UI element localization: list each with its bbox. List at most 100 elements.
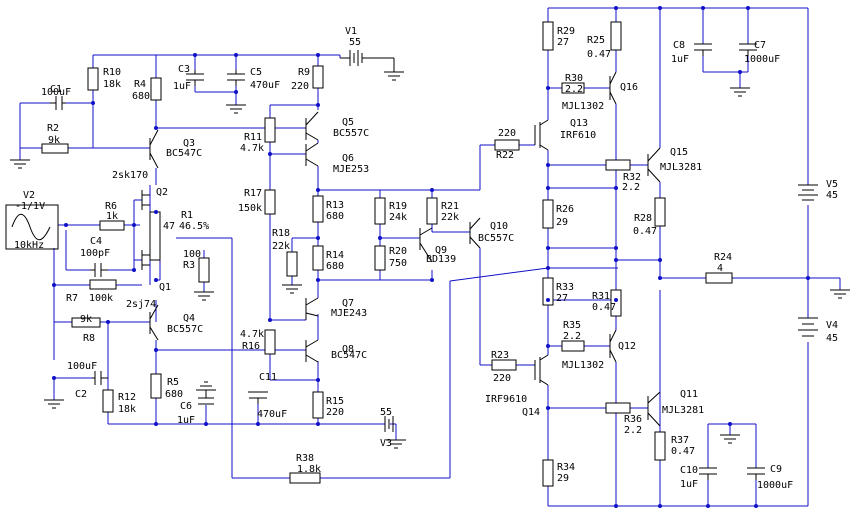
component-label: Q8 [342,344,354,355]
component-label: R20 [389,246,407,257]
component-label: 18k [103,79,121,90]
component-label: 2.2 [624,425,642,436]
component-label: Q6 [342,153,354,164]
component-label: 1uF [177,415,195,426]
component-label: 680 [132,91,150,102]
component-label: R25 [587,35,605,46]
component-label: R29 [557,26,575,37]
component-label: 29 [557,473,569,484]
component-label: 0.47 [633,226,657,237]
component-label: C9 [770,464,782,475]
component-label: R36 [624,414,642,425]
component-label: Q9 [435,245,447,256]
grounds [10,71,850,449]
component-label: 680 [165,389,183,400]
component-label: 45 [826,333,838,344]
component-label: 680 [326,261,344,272]
component-label: Q15 [670,147,688,158]
component-label: C6 [180,401,192,412]
component-label: IRF610 [560,130,596,141]
component-label: C11 [259,372,277,383]
component-label: 4.7k [240,143,264,154]
component-label: 27 [556,293,568,304]
component-label: 46.5% [179,221,209,232]
component-label: 1000uF [757,480,793,491]
component-label: C10 [680,465,698,476]
component-label: R6 [105,201,117,212]
component-label: V3 [380,438,392,449]
component-label: 100k [89,293,113,304]
component-label: 220 [498,128,516,139]
component-label: R37 [671,435,689,446]
component-label: Q4 [183,313,195,324]
component-label: Q14 [522,407,540,418]
junctions [52,6,810,508]
component-label: 55 [349,37,361,48]
component-label: 29 [556,217,568,228]
component-label: 0.47 [671,446,695,457]
component-label: 10kHz [14,240,44,251]
sources [5,50,818,432]
component-label: 470uF [250,80,280,91]
component-label: R10 [103,67,121,78]
component-label: V1 [345,26,357,37]
component-label: R12 [118,392,136,403]
component-label: C5 [250,67,262,78]
component-label: R18 [272,228,290,239]
wires [19,7,841,507]
component-label: C3 [178,64,190,75]
component-label: 470uF [257,409,287,420]
component-label: C2 [75,389,87,400]
component-label: MJE253 [333,164,369,175]
component-label: C8 [673,40,685,51]
component-label: MJL3281 [660,162,702,173]
component-label: 100uF [41,87,71,98]
component-label: 0.47 [587,49,611,60]
component-label: BC557C [478,233,514,244]
component-label: 4.7k [240,329,264,340]
component-label: 18k [118,404,136,415]
component-label: MJL3281 [662,405,704,416]
component-label: R26 [556,204,574,215]
component-label: 100 [183,249,201,260]
component-label: BC547C [166,148,202,159]
component-label: R34 [557,462,575,473]
capacitors [50,43,765,480]
component-label: R2 [47,123,59,134]
component-label: 100pF [80,248,110,259]
component-label: BD139 [426,254,456,265]
component-label: Q16 [620,82,638,93]
component-label: R16 [242,341,260,352]
component-label: 150k [238,203,262,214]
component-label: V4 [826,320,838,331]
component-label: IRF9610 [485,394,527,405]
component-label: 22k [272,241,290,252]
component-label: C7 [754,40,766,51]
component-label: 2sk170 [112,170,148,181]
component-label: R8 [83,333,95,344]
component-label: 2sj74 [126,299,156,310]
component-label: 55 [380,407,392,418]
component-label: 27 [557,37,569,48]
component-label: R33 [556,282,574,293]
component-label: Q13 [570,118,588,129]
component-label: 9k [48,135,60,146]
component-label: R3 [183,260,195,271]
component-label: 220 [291,81,309,92]
component-label: Q10 [490,221,508,232]
component-label: Q1 [159,282,171,293]
component-label: R1 [181,210,193,221]
component-label: Q7 [342,298,354,309]
component-label: 1000uF [744,54,780,65]
component-label: R23 [491,350,509,361]
component-label: 220 [326,407,344,418]
component-label: 24k [389,212,407,223]
component-label: BC547C [331,350,367,361]
component-label: 1uF [671,54,689,65]
component-label: 22k [441,212,459,223]
component-label: 100uF [67,361,97,372]
component-label: R28 [634,213,652,224]
component-label: Q12 [618,341,636,352]
